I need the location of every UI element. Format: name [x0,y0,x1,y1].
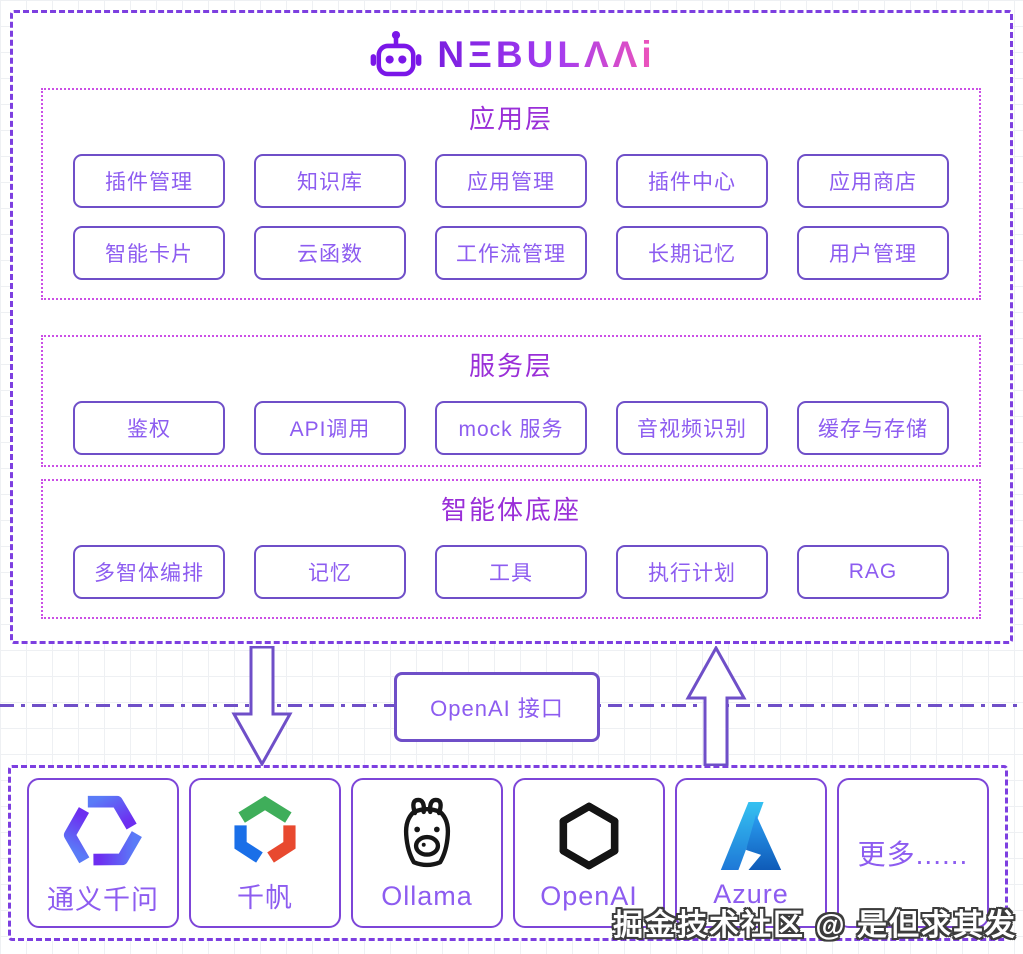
layer-box: 用户管理 [797,226,949,280]
azure-logo-icon [720,801,782,870]
ollama-llama-logo-icon [403,797,451,867]
provider-card-qianfan: 千帆 [189,778,341,928]
layer-title: 服务层 [468,351,553,381]
robot-icon [371,30,422,77]
provider-card-ollama: Ollama [351,778,503,928]
brand-header: NΞBULΛΛi [13,25,1010,85]
provider-label: OpenAI [540,880,638,911]
provider-label: Azure [713,878,789,909]
architecture-panel: NΞBULΛΛi 应用层 插件管理 知识库 应用管理 插件中心 应用商店 智能卡… [10,10,1013,644]
up-arrow-icon [685,646,747,766]
service-layer: 服务层 鉴权 API调用 mock 服务 音视频识别 缓存与存储 [41,335,981,467]
layer-box: 记忆 [254,545,406,599]
service-layer-row: 鉴权 API调用 mock 服务 音视频识别 缓存与存储 [43,401,979,455]
provider-label: 通义千问 [47,884,159,915]
provider-label: 更多...... [857,839,969,870]
layer-title: 智能体底座 [440,495,581,525]
app-layer-row-1: 插件管理 知识库 应用管理 插件中心 应用商店 [43,154,979,208]
provider-label: 千帆 [237,882,293,913]
layer-box: 执行计划 [616,545,768,599]
layer-box: 智能卡片 [73,226,225,280]
tongyi-qianwen-logo-icon [63,795,142,865]
layer-box: RAG [797,545,949,599]
layer-box: 知识库 [254,154,406,208]
application-layer: 应用层 插件管理 知识库 应用管理 插件中心 应用商店 智能卡片 云函数 工作流… [41,88,981,300]
layer-box: 应用商店 [797,154,949,208]
watermark-text: 掘金技术社区 @ 是但求其发 [613,909,1017,942]
layer-box: API调用 [254,401,406,455]
provider-card-openai: OpenAI [513,778,665,928]
openai-logo-icon [559,802,619,869]
layer-title: 应用层 [468,104,553,134]
layer-box: 工作流管理 [435,226,587,280]
layer-box: 云函数 [254,226,406,280]
provider-card-azure: Azure [675,778,827,928]
layer-box: 缓存与存储 [797,401,949,455]
agent-base-layer: 智能体底座 多智体编排 记忆 工具 执行计划 RAG [41,479,981,619]
layer-box: 工具 [435,545,587,599]
provider-card-more: 更多...... [837,778,989,928]
down-arrow-icon [231,646,293,766]
layer-box: 应用管理 [435,154,587,208]
layer-box: 音视频识别 [616,401,768,455]
providers-panel: 通义千问 千帆 Ollama [8,765,1008,941]
qianfan-logo-icon [234,795,296,863]
provider-label: Ollama [381,880,473,911]
openai-interface-box: OpenAI 接口 [394,672,600,742]
layer-box: 插件管理 [73,154,225,208]
layer-box: 长期记忆 [616,226,768,280]
layer-box: 插件中心 [616,154,768,208]
agent-layer-row: 多智体编排 记忆 工具 执行计划 RAG [43,545,979,599]
openai-interface-label: OpenAI 接口 [430,696,564,721]
layer-box: 鉴权 [73,401,225,455]
app-layer-row-2: 智能卡片 云函数 工作流管理 长期记忆 用户管理 [43,226,979,280]
provider-card-tongyi: 通义千问 [27,778,179,928]
layer-box: 多智体编排 [73,545,225,599]
layer-box: mock 服务 [435,401,587,455]
brand-title: NΞBULΛΛi [437,34,656,75]
